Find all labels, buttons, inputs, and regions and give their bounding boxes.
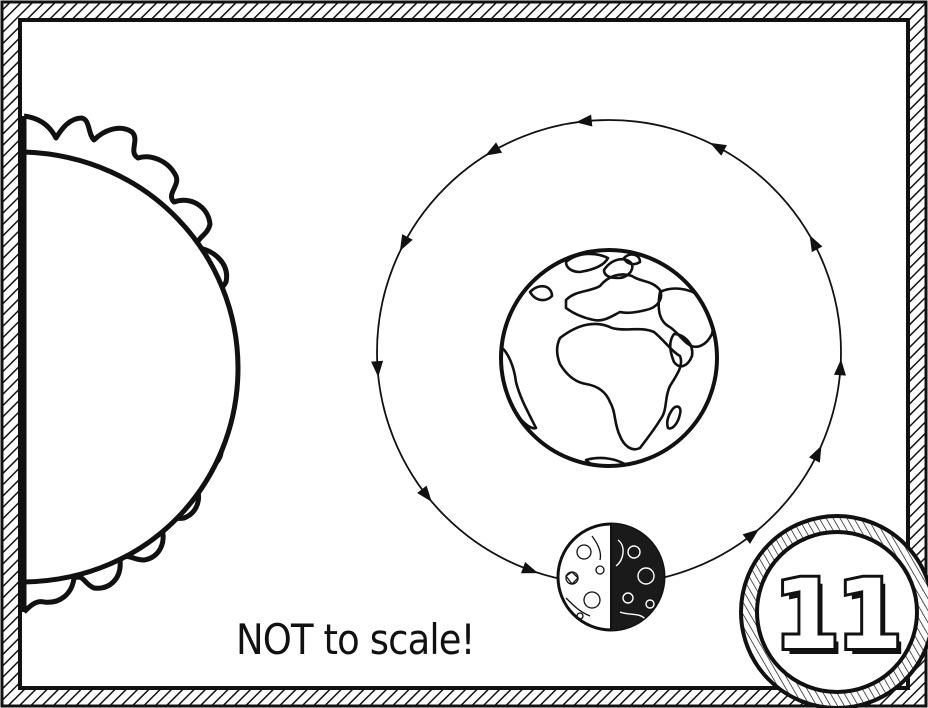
not-to-scale-caption: NOT to scale! — [236, 610, 500, 670]
badge-number: 11 — [772, 560, 900, 670]
earth-globe-icon — [500, 250, 717, 470]
